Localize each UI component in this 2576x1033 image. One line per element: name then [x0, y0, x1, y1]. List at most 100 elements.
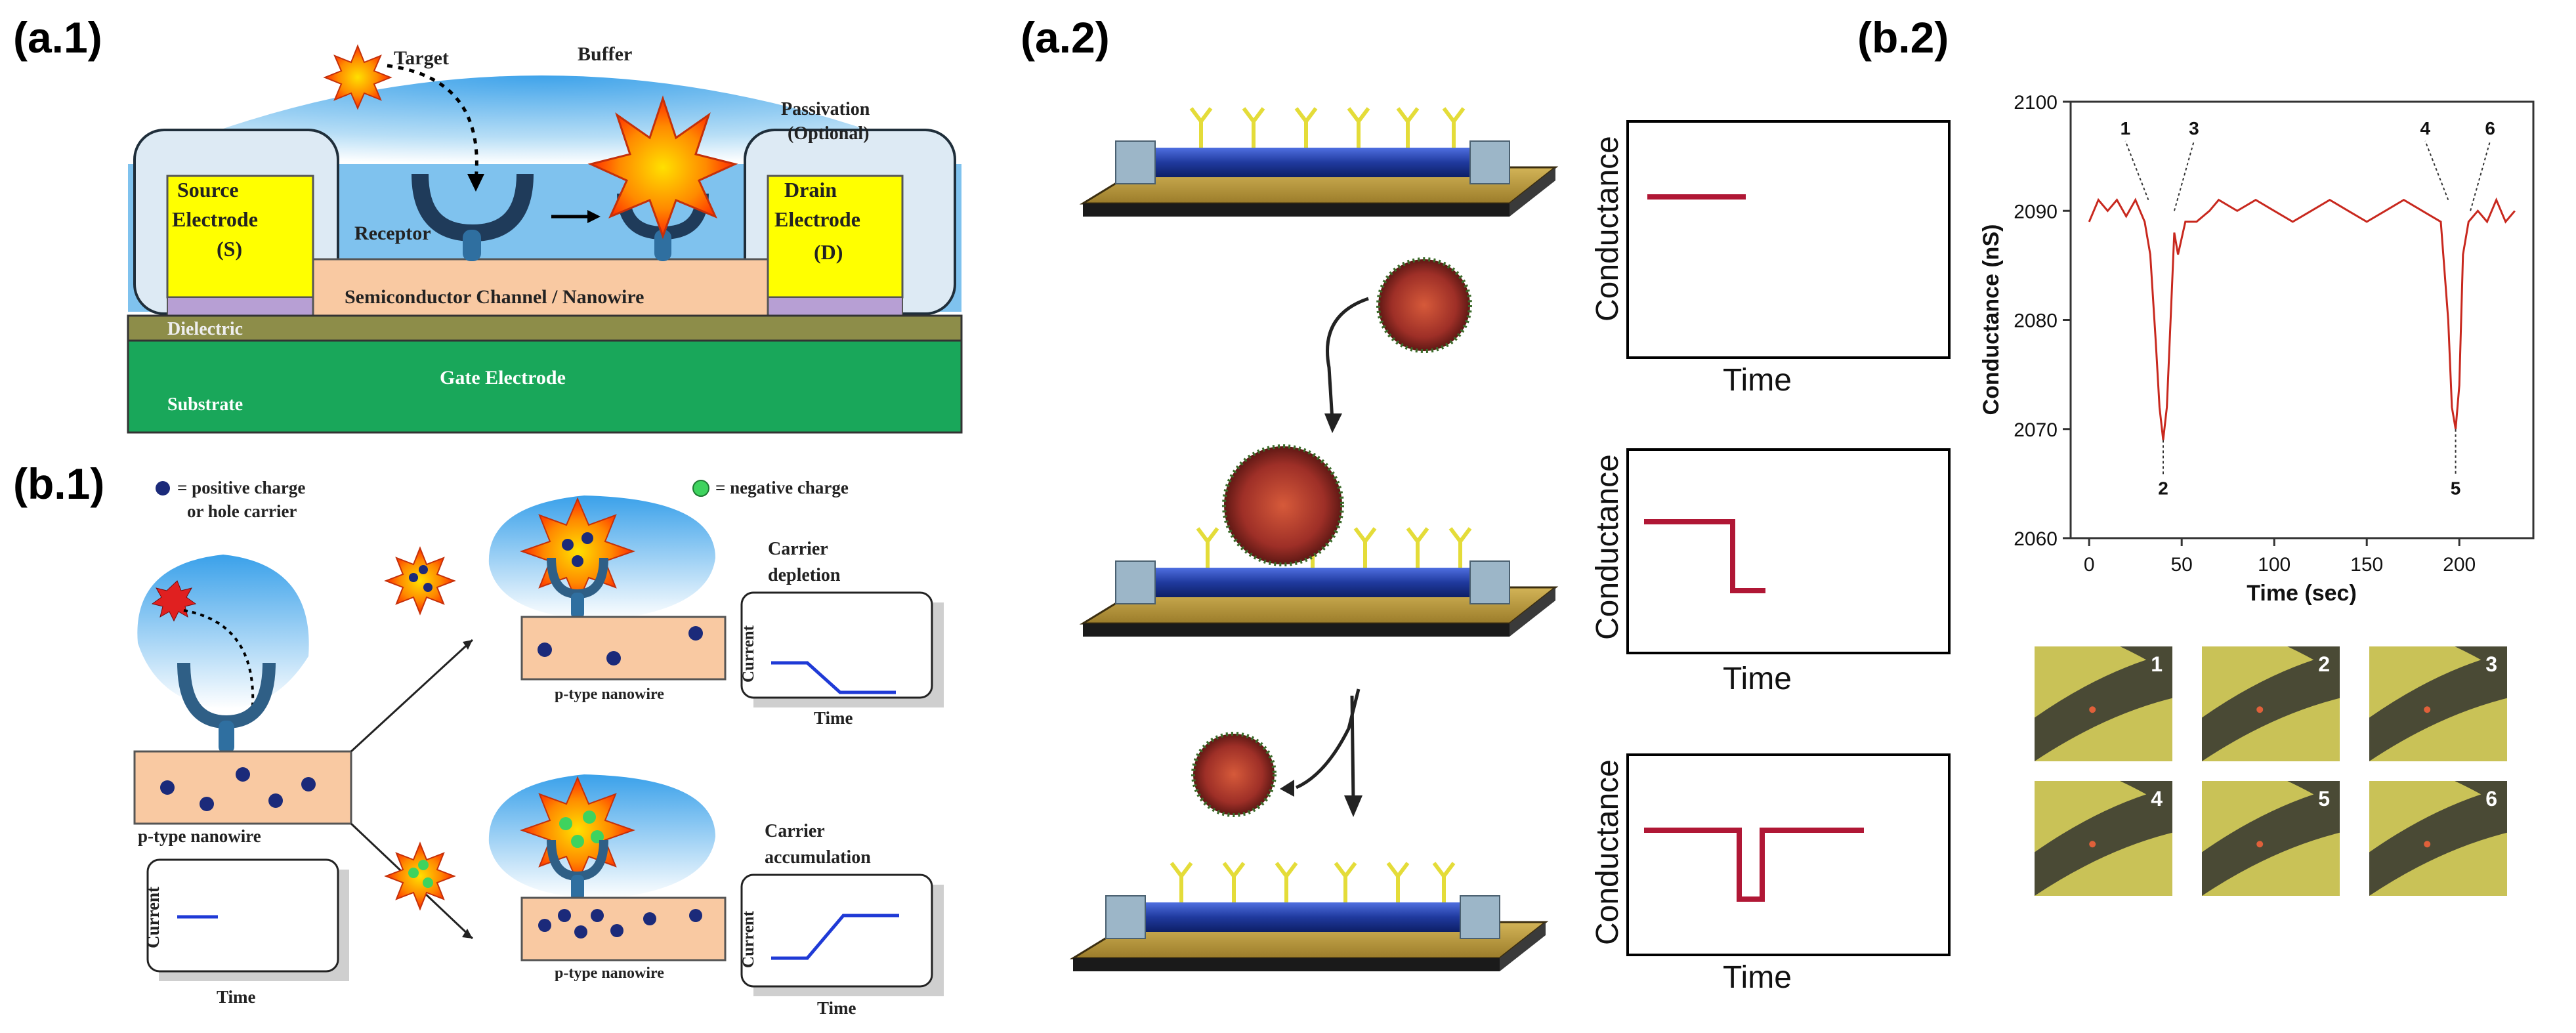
frame-corner-shadow — [2455, 781, 2507, 810]
accumulation-arrowhead-icon — [462, 929, 473, 938]
gate-label: Gate Electrode — [440, 367, 566, 389]
microscopy-frame-5: 5 — [2202, 781, 2340, 896]
panel-a1: (a.1) Target Buffer Passivation (O — [13, 13, 963, 434]
accumulation-nanowire-label: p-type nanowire — [555, 965, 664, 982]
device-substrate-edge — [1073, 958, 1500, 971]
nanowire — [1132, 148, 1490, 177]
microscopy-frame-3: 3 — [2369, 646, 2507, 761]
target-negative-dot — [423, 877, 433, 888]
frame-number: 3 — [2485, 652, 2497, 676]
frame-number: 4 — [2151, 787, 2163, 811]
left-nanowire-label: p-type nanowire — [138, 826, 261, 846]
semiconductor-channel — [312, 258, 769, 317]
left-current-label: Current — [143, 887, 163, 948]
receptor-label: Receptor — [354, 222, 431, 244]
frame-corner-shadow — [2455, 646, 2507, 675]
left-buffer-blob — [137, 555, 309, 709]
dielectric-label: Dielectric — [167, 319, 243, 339]
positive-charge-label-line1: = positive charge — [177, 478, 305, 497]
negative-charge-label: = negative charge — [715, 478, 849, 497]
event-leader-line — [2173, 140, 2195, 211]
carrier-dot — [688, 626, 703, 641]
x-tick-label: 50 — [2171, 554, 2193, 576]
target-negative-dot — [418, 860, 429, 870]
event-label: 2 — [2158, 478, 2168, 499]
panel-label-b1: (b.1) — [13, 459, 104, 508]
frame-number: 2 — [2318, 652, 2330, 676]
y-tick-label: 2080 — [2014, 310, 2058, 332]
frame-number: 1 — [2151, 652, 2163, 676]
bound-target-icon — [587, 95, 738, 240]
microscopy-frame-1: 1 — [2035, 646, 2172, 761]
frame-channel-band — [2202, 786, 2340, 896]
right-contact — [1469, 560, 1510, 604]
left-nanowire — [133, 750, 352, 825]
y-tick-label: 2060 — [2014, 528, 2058, 550]
depletion-current-plot — [740, 591, 933, 699]
panel-label-a1: (a.1) — [13, 13, 102, 62]
conductance-plot-1 — [1626, 120, 1951, 359]
left-binding-path — [183, 609, 255, 706]
optional-label: (Optional) — [788, 123, 869, 144]
frame-channel-band — [2369, 786, 2507, 896]
event-label: 3 — [2189, 118, 2199, 138]
nanowire — [1132, 568, 1490, 597]
left-time-label: Time — [217, 987, 256, 1007]
released-virus-icon — [1191, 732, 1277, 817]
carrier-dot — [591, 909, 604, 922]
positive-charge-icon — [156, 481, 170, 495]
y-tick-label: 2090 — [2014, 201, 2058, 222]
negative-charge-icon — [692, 480, 709, 497]
depletion-nanowire-label: p-type nanowire — [555, 686, 664, 703]
drain-label-line3: (D) — [814, 240, 843, 264]
carrier-dot — [610, 924, 623, 937]
antibody-receptors — [1189, 107, 1466, 148]
accumulation-current-label: Current — [740, 910, 757, 968]
virus-particle-icon — [1376, 257, 1472, 353]
passivation-label: Passivation — [781, 99, 870, 119]
frame-channel-band — [2369, 652, 2507, 761]
time-xlabel-3: Time — [1723, 960, 1792, 995]
antibody-receptors — [1170, 862, 1456, 902]
particle-dot — [2089, 706, 2096, 713]
binding-arrow-1 — [1326, 297, 1369, 421]
device-stage-2 — [1079, 444, 1559, 637]
microscopy-frame-4: 4 — [2035, 781, 2172, 896]
carrier-accumulation-label-line2: accumulation — [765, 847, 871, 868]
event-label: 6 — [2485, 118, 2495, 138]
b2-plot-frame — [2069, 100, 2535, 539]
source-label-line3: (S) — [217, 237, 242, 261]
carrier-dot — [643, 912, 656, 925]
depletion-target-icon — [384, 546, 456, 616]
microscopy-frame-2: 2 — [2202, 646, 2340, 761]
source-dielectric-pad — [167, 297, 314, 316]
accumulation-time-label: Time — [817, 998, 856, 1018]
frame-corner-shadow — [2120, 646, 2172, 675]
event-label: 4 — [2420, 118, 2430, 138]
event-leader-line — [2124, 140, 2149, 200]
carrier-dot — [160, 780, 175, 795]
source-electrode — [166, 175, 314, 299]
channel-label: Semiconductor Channel / Nanowire — [345, 286, 644, 308]
frame-corner-shadow — [2120, 781, 2172, 810]
down-arrow — [1350, 695, 1355, 801]
binding-arrowhead-1-icon — [1324, 413, 1342, 433]
positive-charge-label-line2: or hole carrier — [187, 501, 297, 521]
frame-channel-band — [2035, 786, 2172, 896]
depletion-current-label: Current — [740, 625, 757, 683]
depletion-arrowhead-icon — [463, 640, 473, 650]
depletion-nanowire — [520, 616, 727, 681]
depletion-current-trace — [771, 661, 896, 694]
particle-dot — [2256, 841, 2264, 848]
carrier-depletion-label-line2: depletion — [768, 565, 841, 585]
bound-virus-icon — [1222, 444, 1344, 566]
target-charge-dot — [423, 583, 433, 592]
target-negative-dot — [408, 868, 419, 878]
b2-conductance-trace — [2088, 197, 2516, 440]
carrier-dot — [574, 925, 587, 938]
left-contact — [1115, 560, 1156, 604]
carrier-accumulation-label-line1: Carrier — [765, 821, 825, 841]
gate-electrode — [127, 339, 963, 434]
